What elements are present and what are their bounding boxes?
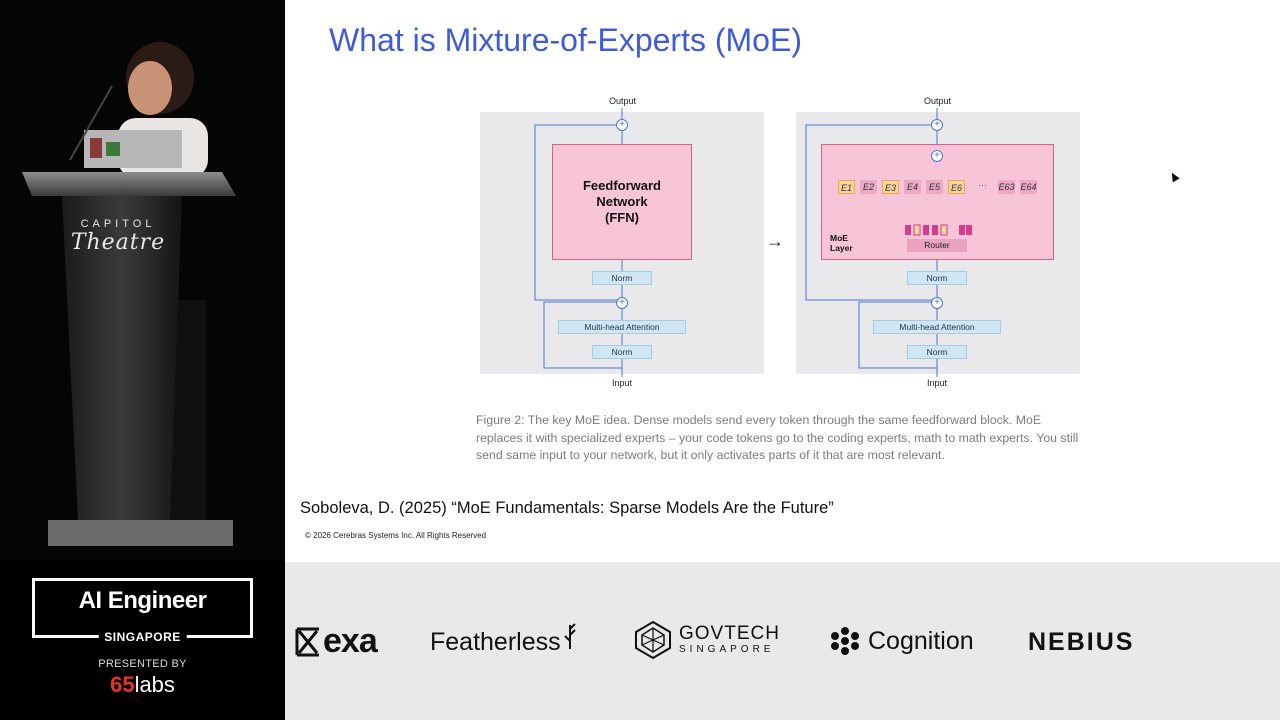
event-location: SINGAPORE — [98, 630, 187, 644]
event-name: AI Engineer — [78, 587, 207, 614]
expert-box: E2 — [860, 180, 877, 194]
sponsor-featherless-name: Featherless — [430, 628, 561, 656]
router-gates — [905, 224, 972, 236]
organizer-logo-number: 65 — [110, 672, 135, 697]
event-branding: AI Engineer SINGAPORE PRESENTED BY 65lab… — [0, 560, 285, 720]
residual-add-node: + — [931, 297, 943, 309]
ffn-line2: Network — [596, 194, 648, 209]
expert-ellipsis: ··· — [978, 180, 987, 190]
podium-column — [62, 196, 182, 520]
sponsor-cognition-name: Cognition — [868, 626, 974, 655]
sponsor-featherless-logo: Featherless — [430, 622, 577, 657]
expert-box: E4 — [904, 180, 921, 194]
input-label: Input — [612, 378, 633, 388]
norm-block: Norm — [592, 271, 652, 285]
stage-scene — [22, 42, 236, 546]
residual-add-node: + — [931, 119, 943, 131]
norm-block: Norm — [907, 271, 967, 285]
govtech-text: GOVTECH SINGAPORE — [679, 624, 780, 656]
expert-box: E64 — [1020, 180, 1037, 194]
speaker-video: CAPITOL Theatre — [0, 0, 285, 560]
sponsor-cognition-logo: Cognition — [830, 626, 974, 656]
expert-sum-node: + — [931, 150, 943, 162]
sponsor-govtech-sub: SINGAPORE — [679, 644, 775, 655]
feather-icon — [563, 622, 576, 649]
expert-box: E63 — [998, 180, 1015, 194]
cognition-dots-icon — [831, 627, 859, 655]
sponsor-govtech-name: GOVTECH — [679, 623, 780, 644]
presentation-slide: What is Mixture-of-Experts (MoE) — [285, 0, 1280, 562]
figure-caption: Figure 2: The key MoE idea. Dense models… — [476, 413, 1079, 463]
citation: Soboleva, D. (2025) “MoE Fundamentals: S… — [300, 499, 834, 517]
norm-block: Norm — [592, 345, 652, 359]
moe-label-line1: MoE — [830, 233, 848, 243]
laptop-sticker — [90, 138, 102, 158]
expert-box: E1 — [838, 180, 855, 194]
input-label: Input — [927, 378, 948, 388]
transition-arrow: → — [766, 231, 784, 251]
venue-sign-capitol: CAPITOL — [80, 218, 156, 230]
venue-sign-theatre: Theatre — [70, 230, 166, 255]
sponsor-bar: exa Featherless GOVTECH SINGAPORE Cognit… — [285, 562, 1280, 720]
norm-block: Norm — [907, 345, 967, 359]
organizer-logo: 65labs — [0, 672, 285, 698]
laptop-sticker — [106, 142, 120, 156]
expert-box: E3 — [882, 180, 899, 194]
organizer-logo-word: labs — [134, 672, 175, 697]
ffn-block: Feedforward Network (FFN) — [552, 144, 692, 260]
sponsor-nebius-logo: NEBIUS — [1028, 628, 1134, 657]
exa-mark-icon — [295, 627, 319, 656]
podium-base — [48, 520, 233, 546]
presented-by-label: PRESENTED BY — [98, 658, 187, 670]
residual-add-node: + — [616, 297, 628, 309]
attention-block: Multi-head Attention — [873, 320, 1001, 334]
sponsor-exa-name: exa — [323, 622, 378, 660]
podium-top — [22, 172, 236, 196]
govtech-lion-icon — [635, 620, 671, 660]
sponsor-exa-logo: exa — [295, 622, 378, 661]
router-block: Router — [907, 239, 967, 252]
output-label: Output — [609, 96, 637, 106]
residual-add-node: + — [616, 119, 628, 131]
event-logo: AI Engineer SINGAPORE — [32, 578, 253, 644]
sponsor-nebius-name: NEBIUS — [1028, 628, 1135, 656]
speaker-face — [128, 61, 172, 115]
attention-block: Multi-head Attention — [558, 320, 686, 334]
slide-title: What is Mixture-of-Experts (MoE) — [329, 22, 802, 58]
expert-box: E5 — [926, 180, 943, 194]
copyright-notice: © 2026 Cerebras Systems Inc. All Rights … — [305, 531, 487, 540]
moe-layer-label: MoE Layer — [830, 233, 853, 253]
microphone — [69, 85, 113, 161]
expert-box: E6 — [948, 180, 965, 194]
sponsor-govtech-logo: GOVTECH SINGAPORE — [633, 620, 780, 660]
output-label: Output — [924, 96, 952, 106]
ffn-line1: Feedforward — [582, 178, 661, 193]
moe-label-line2: Layer — [830, 243, 853, 253]
ffn-line3: (FFN) — [605, 210, 639, 225]
